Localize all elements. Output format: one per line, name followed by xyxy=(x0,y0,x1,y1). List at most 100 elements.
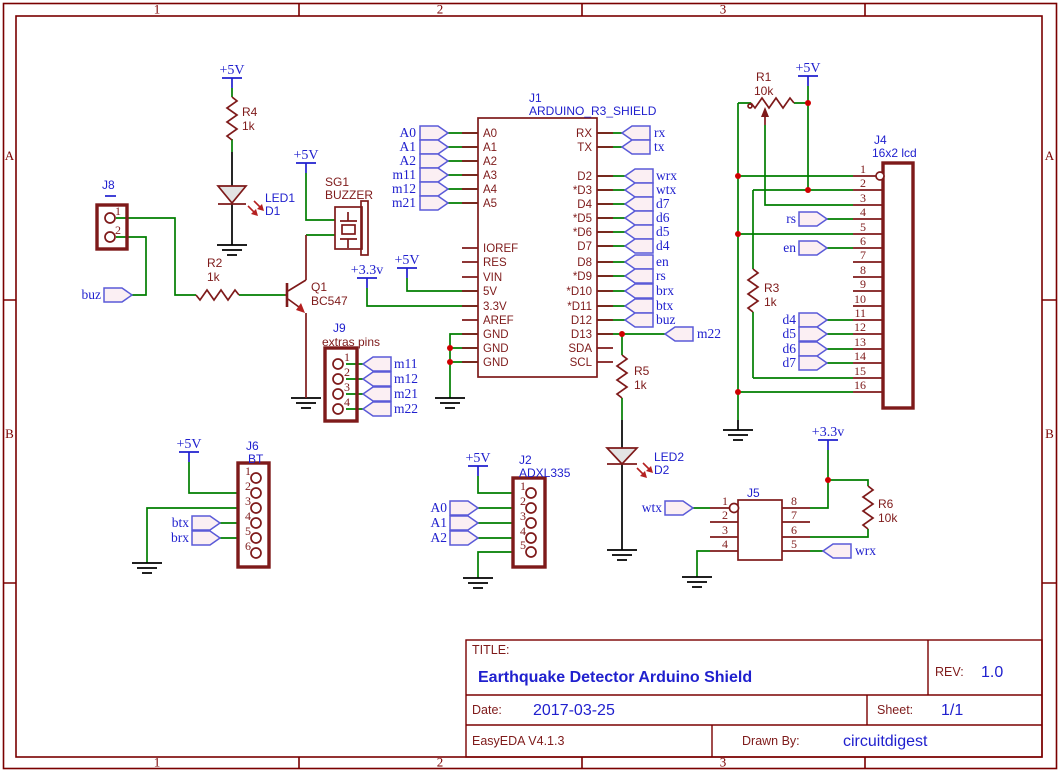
net-flags-j5[interactable]: wtx wrx xyxy=(642,500,876,559)
net-flags-j2[interactable]: A0 A1 A2 xyxy=(431,500,480,546)
wire-black xyxy=(231,152,739,550)
pin-name: 3.3V xyxy=(483,301,507,313)
pin-name: A2 xyxy=(483,156,497,168)
resistor-symbol xyxy=(750,96,795,110)
transistor-q1[interactable]: Q1 BC547 xyxy=(285,235,348,398)
connector-j8[interactable]: 1 2 J8 xyxy=(95,178,129,251)
ic-body xyxy=(737,499,783,561)
pin-number: 2 xyxy=(860,176,866,190)
led-symbol xyxy=(605,447,639,466)
pin-number: 7 xyxy=(791,508,797,522)
ic-body xyxy=(477,117,598,378)
title-block-border xyxy=(465,639,1043,758)
led-led2[interactable]: LED2 D2 xyxy=(605,447,684,478)
ground-icon xyxy=(463,577,493,589)
net-flag-buz[interactable]: buz xyxy=(82,287,134,303)
connector-j4-lcd[interactable]: J4 16x2 lcd 1 2 3 4 5 6 7 8 9 10 11 12 1… xyxy=(853,133,917,410)
part-ref: LED1 xyxy=(265,191,295,205)
buzzer-crystal xyxy=(341,224,356,235)
pin-number: 2 xyxy=(245,479,251,493)
connector-j9[interactable]: 1 2 3 4 J9 extras pins xyxy=(322,321,380,423)
pin-number: 4 xyxy=(245,509,251,523)
net-label: brx xyxy=(656,283,674,298)
net-flags-j9[interactable]: m11 m12 m21 m22 xyxy=(361,356,418,417)
frame-inner-border xyxy=(15,15,1043,758)
pin-name: A1 xyxy=(483,142,497,154)
ic-j1-arduino-shield[interactable]: J1 ARDUINO_R3_SHIELD A0 A1 A2 A3 A4 A5 I… xyxy=(462,91,657,378)
pin-number: 5 xyxy=(791,537,797,551)
part-ref: J6 xyxy=(246,439,259,453)
connector-body xyxy=(881,161,915,410)
power-label-5v: +5V xyxy=(465,451,490,466)
pin-stubs xyxy=(710,507,810,552)
pin-name: GND xyxy=(483,357,509,369)
pin-number: 15 xyxy=(854,364,866,378)
net-flags-j1-left[interactable]: A0 A1 A2 m11 m12 m21 xyxy=(392,125,450,211)
connector-j6-bt[interactable]: 1 2 3 4 5 6 J6 BT xyxy=(236,439,271,569)
pin-number: 8 xyxy=(791,494,797,508)
resistor-r3[interactable]: R3 1k xyxy=(746,268,780,313)
pin-name: *D11 xyxy=(567,301,592,313)
resistor-r2[interactable]: R2 1k xyxy=(195,256,240,302)
part-value: 1k xyxy=(242,119,256,133)
pin-name: D2 xyxy=(577,171,592,183)
net-flags-j6[interactable]: btx brx xyxy=(171,515,222,546)
pin1-circle xyxy=(728,502,740,514)
part-value: 1k xyxy=(207,270,221,284)
date-label: Date: xyxy=(472,703,502,717)
net-flags-j1-right[interactable]: rx tx wrx wtx d7 d6 d5 d4 en rs brx btx … xyxy=(620,125,721,342)
pin-number: 16 xyxy=(854,378,866,392)
led-led1[interactable]: LED1 D1 xyxy=(216,185,295,218)
part-ref: J9 xyxy=(333,321,346,335)
net-label: en xyxy=(783,240,796,255)
sheet-value: 1/1 xyxy=(941,702,963,719)
part-value: ADXL335 xyxy=(519,466,571,480)
emitter-arrow-icon xyxy=(296,303,305,313)
resistor-symbol xyxy=(615,354,629,399)
net-label: d4 xyxy=(783,312,797,327)
ground-icon xyxy=(217,244,247,256)
transistor-symbol xyxy=(285,235,307,398)
power-label-5v: +5V xyxy=(293,148,318,163)
net-label: m21 xyxy=(392,195,416,210)
pin-circle xyxy=(104,231,116,243)
part-ref: R4 xyxy=(242,105,258,119)
pin-name: D12 xyxy=(571,315,592,327)
net-label: d6 xyxy=(656,210,670,225)
pin-number: 4 xyxy=(344,395,350,409)
resistor-r5[interactable]: R5 1k xyxy=(615,354,650,399)
buzzer-side-bar xyxy=(360,200,369,256)
part-value: BT xyxy=(248,452,264,466)
ic-j5[interactable]: J5 1 2 3 4 8 7 6 5 xyxy=(710,486,810,561)
net-flags-j4[interactable]: rs en d4 d5 d6 d7 xyxy=(783,211,829,371)
part-ref: Q1 xyxy=(311,280,327,294)
buzzer-sg1[interactable]: SG1 BUZZER xyxy=(325,175,373,256)
ground-symbols xyxy=(132,244,753,589)
resistor-r6[interactable]: R6 10k xyxy=(861,485,898,530)
pin-name: RX xyxy=(576,128,592,140)
potentiometer-r1[interactable]: R1 10k xyxy=(747,70,795,125)
rev-value: 1.0 xyxy=(981,664,1003,681)
pin-number: 2 xyxy=(722,508,728,522)
junction-dots xyxy=(447,100,831,483)
part-ref: R1 xyxy=(756,70,772,84)
part-value: 1k xyxy=(634,378,648,392)
pin-name: D7 xyxy=(577,241,592,253)
pin-number: 6 xyxy=(791,523,797,537)
pin-number: 4 xyxy=(860,205,866,219)
title-block-dividers xyxy=(466,640,1042,757)
pin-number: 3 xyxy=(245,494,251,508)
pin-number: 5 xyxy=(245,524,251,538)
part-ref: J5 xyxy=(747,486,760,500)
pin-stubs xyxy=(853,175,883,393)
net-label: A1 xyxy=(400,139,417,154)
pin-number: 1 xyxy=(520,479,526,493)
connector-j2-adxl335[interactable]: 1 2 3 4 5 J2 ADXL335 xyxy=(511,453,571,569)
resistor-r4[interactable]: R4 1k xyxy=(225,96,258,141)
buzzer-inner xyxy=(340,212,357,248)
frame-row-label: B xyxy=(1045,426,1054,441)
net-label: m22 xyxy=(394,401,418,416)
drawn-by-value: circuitdigest xyxy=(843,733,928,750)
pin-number: 1 xyxy=(245,464,251,478)
